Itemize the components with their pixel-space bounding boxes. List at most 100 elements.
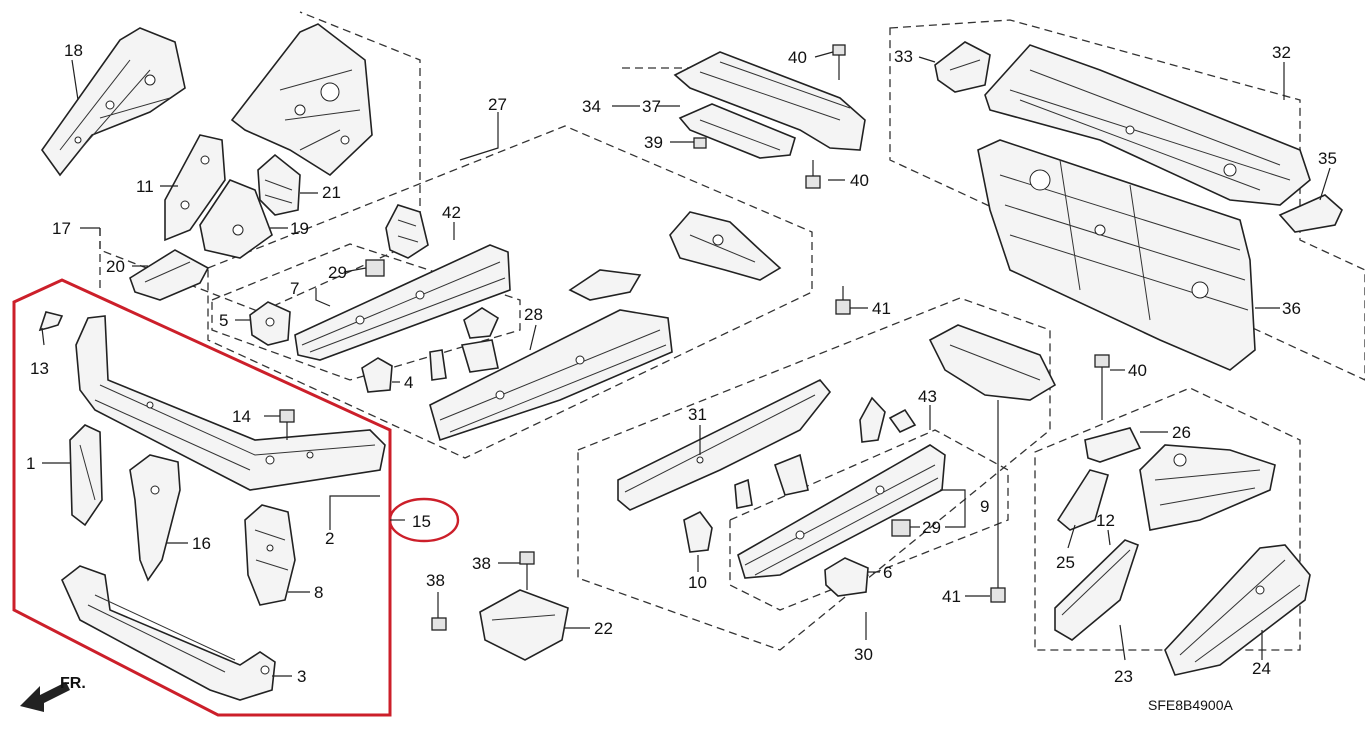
part-33 [934,41,991,93]
callout-19: 19 [290,219,309,238]
callout-26: 26 [1172,423,1191,442]
callout-9: 9 [980,497,989,516]
callout-25: 25 [1056,553,1075,572]
callout-1: 1 [26,454,35,473]
callout-6: 6 [883,563,892,582]
part-8 [244,504,296,606]
group-box-32 [889,19,1365,381]
part-16 [129,454,181,582]
callout-40-top: 40 [788,48,807,67]
part-32 [984,44,1311,206]
callout-18: 18 [64,41,83,60]
part-19 [199,179,273,259]
callout-29-upper: 29 [328,263,347,282]
part-13 [38,311,64,332]
part-23-tower [1139,444,1276,531]
part-29-lower [891,519,911,537]
callout-41-lower: 41 [942,587,961,606]
part-3 [61,565,276,701]
part-5 [249,301,291,346]
part-7 [294,244,511,361]
group-box-43 [729,429,1009,611]
callout-3: 3 [297,667,306,686]
callout-39: 39 [644,133,663,152]
part-37 [678,103,796,159]
highlight-box-15 [12,278,392,717]
callout-34: 34 [582,97,601,116]
part-17-shock-tower [230,23,373,177]
callout-17: 17 [52,219,71,238]
leader-lines [41,51,1331,677]
group-box-23 [1034,387,1301,651]
callout-27: 27 [488,95,507,114]
callout-21: 21 [322,183,341,202]
callout-36: 36 [1282,299,1301,318]
callout-22: 22 [594,619,613,638]
callout-2: 2 [325,529,334,548]
group-box-7 [211,243,521,381]
callout-42: 42 [442,203,461,222]
bolt-40-right [1094,354,1110,420]
part-28 [429,309,673,442]
callout-14: 14 [232,407,251,426]
callout-4: 4 [404,373,413,392]
callout-40-mid: 40 [850,171,869,190]
callout-12: 12 [1096,511,1115,530]
part-24 [1164,544,1311,676]
callout-28: 28 [524,305,543,324]
callout-11: 11 [136,177,154,196]
diagram-code: SFE8B4900A [1148,697,1233,713]
callout-15: 15 [412,512,431,531]
bolt-41-lower [990,400,1006,603]
callout-16: 16 [192,534,211,553]
callout-24: 24 [1252,659,1271,678]
part-30-brackets [734,396,917,509]
bolt-40-mid [805,160,821,189]
part-11 [164,134,226,242]
part-2 [75,315,386,491]
callout-38-left: 38 [426,571,445,590]
callout-8: 8 [314,583,323,602]
group-box-27 [207,125,813,459]
part-4 [361,339,499,393]
part-1 [69,424,103,527]
callout-35: 35 [1318,149,1337,168]
front-direction-arrow: FR. [20,675,86,712]
front-direction-label: FR. [60,675,86,692]
part-34 [673,51,866,151]
callout-37: 37 [642,97,661,116]
bolt-40-top [832,44,846,80]
callout-20: 20 [106,257,125,276]
part-10 [683,510,713,553]
part-20 [129,249,210,301]
part-36 [977,139,1256,371]
part-29-upper [365,259,385,277]
callout-labels: 1 2 3 4 5 6 7 8 9 10 11 12 13 14 15 16 1… [26,41,1337,686]
callout-30: 30 [854,645,873,664]
part-6 [824,557,869,597]
part-28-bracket [463,269,642,339]
callout-38-upper: 38 [472,554,491,573]
bolt-41-upper [835,286,851,315]
callout-43: 43 [918,387,937,406]
callout-32: 32 [1272,43,1291,62]
part-30-upper-bracket [928,324,1057,401]
bolt-38-left [431,617,447,631]
part-21 [257,153,301,216]
callout-10: 10 [688,573,707,592]
part-14 [279,409,295,440]
callout-23: 23 [1114,667,1133,686]
callout-31: 31 [688,405,707,424]
part-35 [1278,194,1343,233]
callout-7: 7 [290,279,299,298]
callout-13: 13 [30,359,49,378]
part-22 [479,589,569,661]
bolt-38-upper [519,551,535,590]
part-27-bracket [669,211,782,281]
bolt-39 [693,137,707,149]
part-26 [1084,427,1142,463]
part-12 [1054,539,1139,641]
part-18 [41,27,186,177]
part-42 [385,204,429,259]
